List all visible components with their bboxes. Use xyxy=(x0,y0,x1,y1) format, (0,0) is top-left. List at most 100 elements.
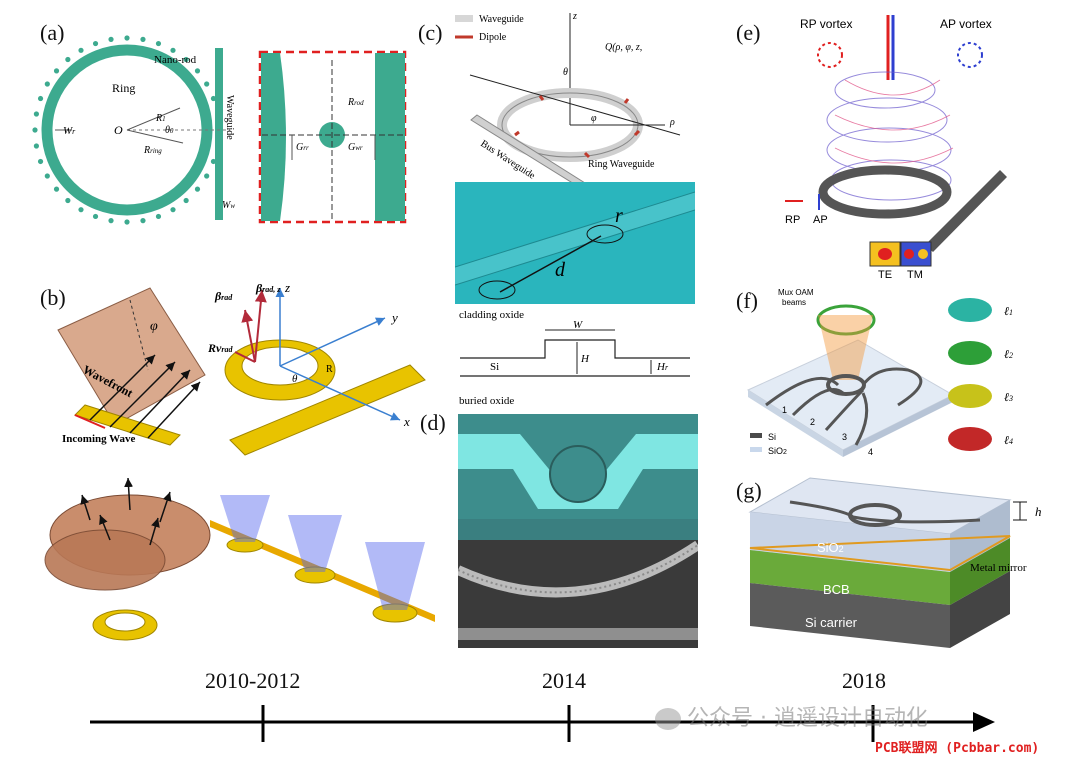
panel-a-diagram: Nano-rod Ring Waveguide O Wr R1 θ0 Rring… xyxy=(32,35,407,225)
rrod-label: R xyxy=(347,97,354,108)
panel-f-label: (f) xyxy=(736,288,758,313)
nano-rod-dot xyxy=(155,40,162,47)
metal-mirror-label: Metal mirror xyxy=(970,562,1027,574)
beams-label: beams xyxy=(782,298,806,307)
micrograph-sem xyxy=(458,540,698,648)
beta-radz-label: β xyxy=(255,281,263,295)
beta-rad-label: β xyxy=(214,289,222,303)
port-3-label: 3 xyxy=(842,432,847,442)
hr-label: H xyxy=(656,361,666,373)
cross-section-diagram: cladding oxide W Si H Hr buried oxide xyxy=(459,309,690,407)
r-radius-label: r xyxy=(615,205,623,227)
nano-rod-dot xyxy=(44,173,50,179)
nano-rod-dot xyxy=(210,158,217,165)
phi-label: φ xyxy=(150,319,158,334)
svg-text:Rring: Rring xyxy=(143,145,162,156)
nano-rod-dot xyxy=(124,35,130,41)
nano-rod-dot xyxy=(108,218,114,224)
panel-e-diagram: RP vortex AP vortex RP AP TE TM xyxy=(785,15,1007,280)
l4-label: ℓ xyxy=(1004,433,1009,447)
buried-oxide-label: buried oxide xyxy=(459,395,514,407)
sio2-g-label: SiO xyxy=(817,540,839,555)
nano-rod-dot xyxy=(140,218,146,224)
wavefront-sheet xyxy=(57,287,206,426)
rv-rad-label: Rv xyxy=(207,341,222,355)
panel-g-diagram: h SiO2 Metal mirror BCB Si carrier xyxy=(748,477,1042,648)
nano-rod-dot xyxy=(210,95,217,102)
svg-text:ℓ3: ℓ3 xyxy=(1004,390,1013,404)
rp-vortex-label: RP vortex xyxy=(800,17,852,31)
nano-rod-dot xyxy=(33,111,39,117)
nano-rod-dot xyxy=(65,197,71,204)
wr-label: W xyxy=(63,125,73,137)
panel-e-label: (e) xyxy=(736,20,761,45)
svg-text:βrad: βrad xyxy=(214,289,233,303)
ap-legend-label: AP xyxy=(813,214,828,226)
svg-text:ℓ1: ℓ1 xyxy=(1004,304,1013,318)
inset-frame xyxy=(258,50,407,224)
cladding-oxide-label: cladding oxide xyxy=(459,309,524,321)
si-legend-label: Si xyxy=(768,432,776,442)
panel-b-diagram: φ Wavefront Incoming Wave βrad βrad, z R… xyxy=(44,280,435,641)
theta-c-label: θ xyxy=(563,67,568,78)
year-2018: 2018 xyxy=(842,668,886,693)
r1-label: R xyxy=(155,113,162,124)
nano-rod-dot xyxy=(183,197,189,204)
panel-g-label: (g) xyxy=(736,478,762,503)
sio2-legend-label: SiO xyxy=(768,446,783,456)
nano-rod-dot xyxy=(37,95,44,102)
z-label: z xyxy=(572,11,577,22)
panel-c-label: (c) xyxy=(418,20,443,45)
ap-vortex-label: AP vortex xyxy=(940,17,992,31)
year-2014: 2014 xyxy=(542,668,586,693)
svg-text:Wr: Wr xyxy=(63,125,76,137)
svg-text:Hr: Hr xyxy=(656,361,669,373)
nano-rod-dot xyxy=(78,47,84,53)
nano-rod-dot xyxy=(194,186,201,192)
port-2-label: 2 xyxy=(810,417,815,427)
waveguide-shape xyxy=(215,48,223,220)
svg-text:SiO2: SiO2 xyxy=(768,446,787,456)
nano-rod-dot xyxy=(92,40,99,47)
nano-rod-dot xyxy=(65,56,71,63)
mux-label: Mux OAM xyxy=(778,288,814,297)
l3-label: ℓ xyxy=(1004,390,1009,404)
nano-rod-dot xyxy=(204,173,210,179)
gwr-label: G xyxy=(348,142,355,153)
port-4-label: 4 xyxy=(868,447,873,457)
nano-rod-dot xyxy=(37,158,44,165)
phi-c-label: φ xyxy=(591,113,597,124)
bcb-label: BCB xyxy=(823,582,850,597)
te-label: TE xyxy=(878,269,892,280)
svg-text:Rrod: Rrod xyxy=(347,97,364,108)
nano-rod-dot xyxy=(33,143,39,149)
l1-label: ℓ xyxy=(1004,304,1009,318)
nano-rod-dot xyxy=(204,81,210,87)
nano-rod-dot xyxy=(170,207,176,213)
origin-label: O xyxy=(114,123,123,137)
svg-text:Gwr: Gwr xyxy=(348,142,363,153)
h-height-label: H xyxy=(580,353,590,365)
nano-rod-dot xyxy=(183,56,189,63)
nano-rod-dot xyxy=(140,36,146,42)
ring-waveguide-label: Ring Waveguide xyxy=(588,159,655,170)
theta-label: θ xyxy=(292,373,298,385)
l2-label: ℓ xyxy=(1004,347,1009,361)
x-axis-label: x xyxy=(403,414,410,429)
rho-label: ρ xyxy=(669,117,675,128)
nano-rod-dot xyxy=(170,47,176,53)
ring-label: Ring xyxy=(112,81,135,95)
grr-label: G xyxy=(296,142,303,153)
svg-text:SiO2: SiO2 xyxy=(817,540,844,555)
y-axis-label: y xyxy=(390,310,398,325)
panel-b-label: (b) xyxy=(40,285,66,310)
tm-label: TM xyxy=(907,269,923,280)
r-label: R xyxy=(326,364,333,375)
svg-text:ℓ2: ℓ2 xyxy=(1004,347,1013,361)
nano-rod-dot xyxy=(108,36,114,42)
ww-label: W xyxy=(222,200,232,211)
nano-rod-dot xyxy=(53,68,60,74)
port-1-label: 1 xyxy=(782,405,787,415)
panel-d-label: (d) xyxy=(420,410,446,435)
nano-rod-dot xyxy=(194,68,201,74)
